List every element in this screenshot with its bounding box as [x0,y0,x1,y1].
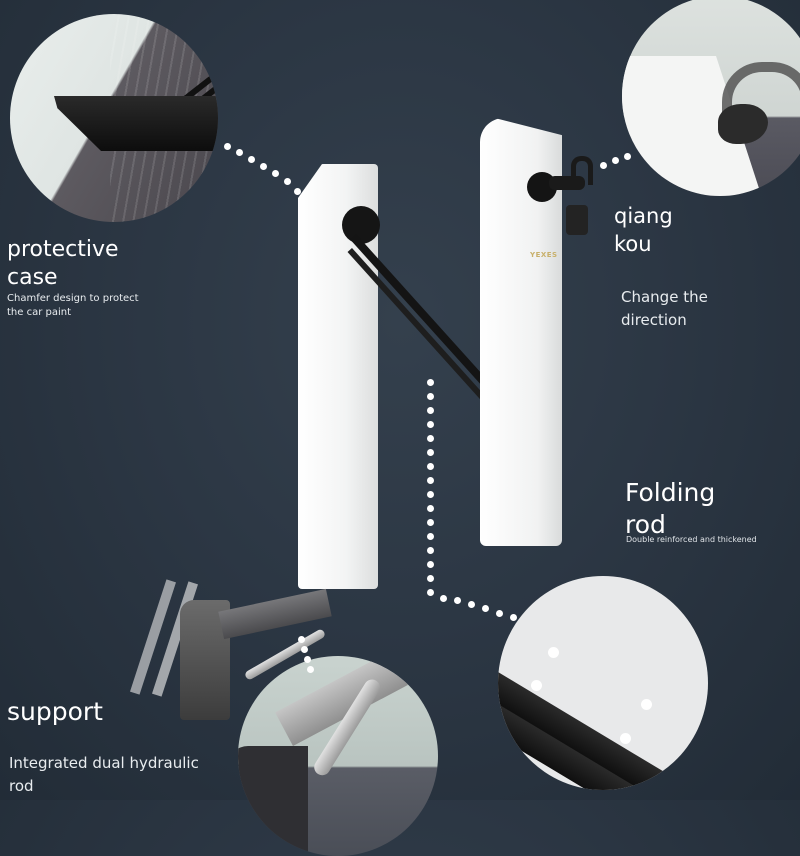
rivet [641,699,652,710]
protective-case-desc: Chamfer design to protect the car paint [7,293,139,318]
rivet [620,733,631,744]
qiang-kou-title: qiang kou [614,204,673,256]
folding-rod-title: Folding rod [625,478,716,539]
black-chamfered-case [54,96,218,151]
left-panel-pivot [342,206,380,244]
rivet [548,647,559,658]
dark-bracket-plate [238,746,308,856]
folding-rod-detail-circle [498,576,708,790]
clasp-cone [718,104,768,144]
support-desc: Integrated dual hydraulic rod [9,754,199,795]
support-title: support [7,697,103,726]
hydraulic-rod [243,628,327,681]
protective-case-detail-circle [10,14,218,222]
folding-rod-desc: Double reinforced and thickened [626,535,757,544]
rivet [531,680,542,691]
hook-clasp-icon [527,156,593,208]
protective-case-title: protective case [7,237,119,290]
qiang-kou-detail-circle [622,0,800,196]
qiang-kou-desc: Change the direction [621,288,708,329]
support-bracket [110,570,340,730]
hook-clasp [722,62,800,144]
clasp-tube [566,205,588,235]
brand-logo: YEXES [530,251,558,259]
